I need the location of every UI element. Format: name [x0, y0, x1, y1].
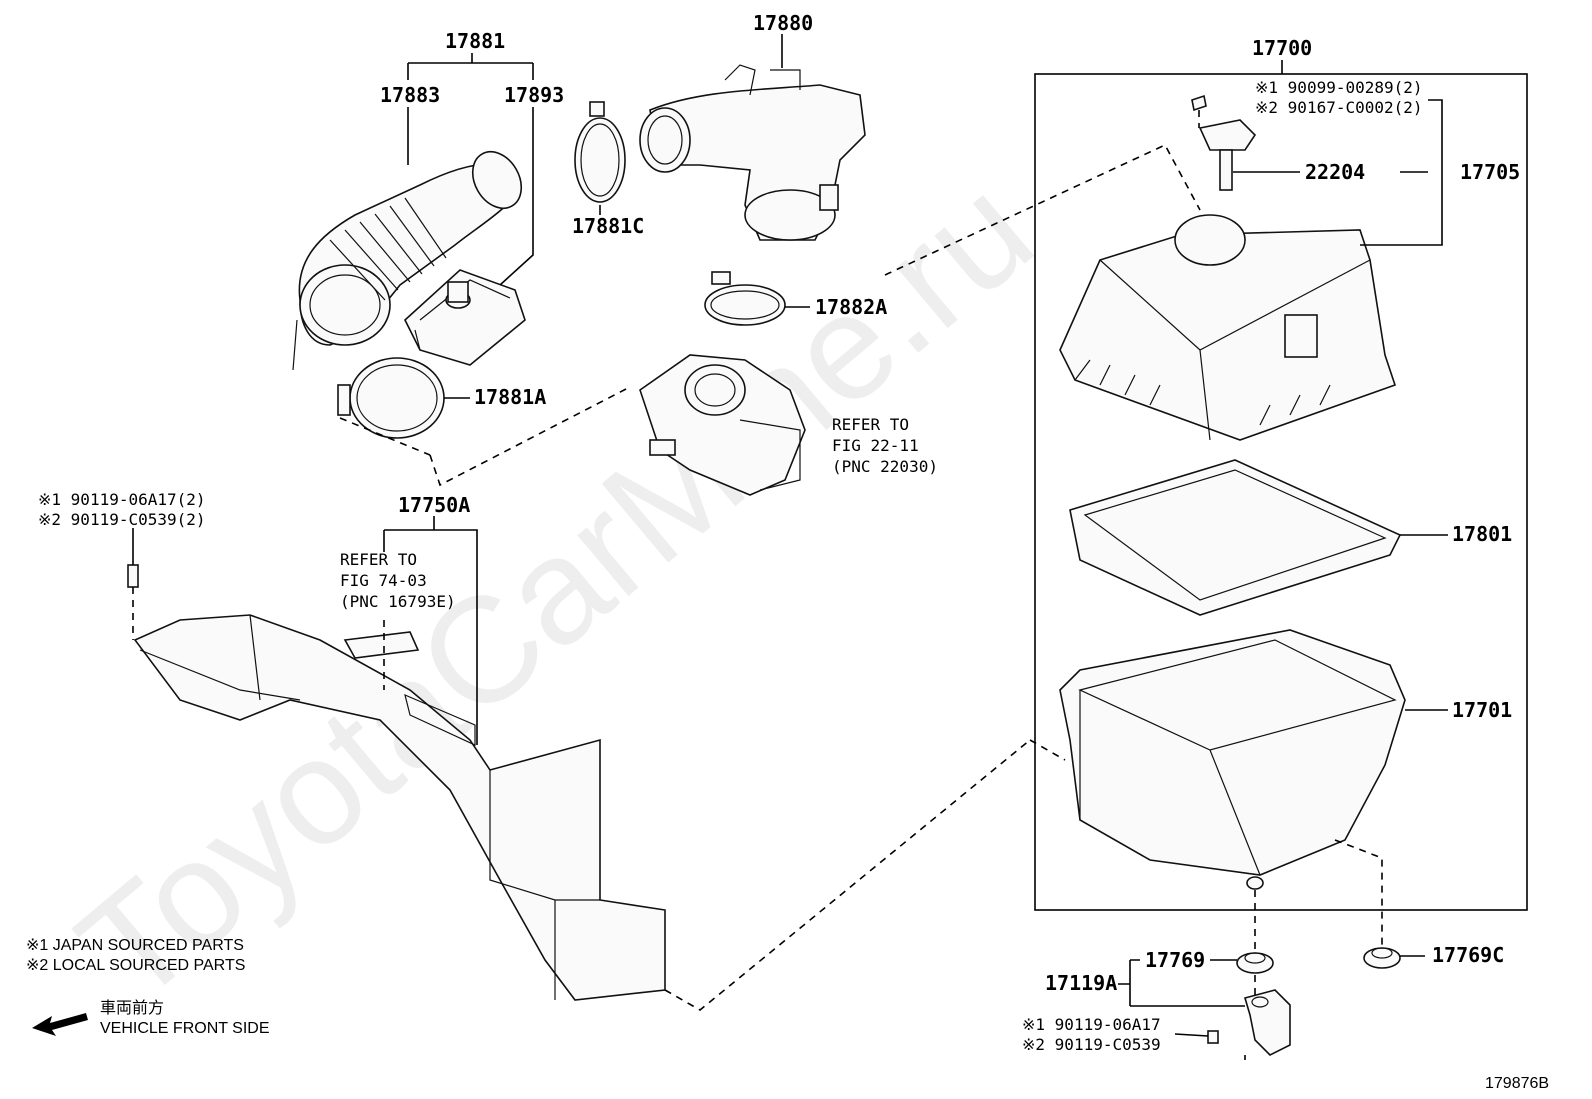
label-17883: 17883 — [380, 83, 440, 107]
label-17882A: 17882A — [815, 295, 887, 319]
inlet-hose-drawing — [292, 150, 523, 371]
hose-clamp-17881A-drawing — [337, 357, 445, 439]
refer-throttle-line2: FIG 22-11 — [832, 436, 919, 455]
grommet-17769-drawing — [1236, 952, 1274, 974]
refer-duct-line1: REFER TO — [340, 550, 417, 569]
label-17881: 17881 — [445, 29, 505, 53]
bolt-17705-japan: ※1 90099-00289(2) — [1255, 78, 1423, 97]
refer-throttle-line3: (PNC 22030) — [832, 457, 938, 476]
hose-clamp-17882A-drawing — [704, 271, 786, 326]
bolt-17750A-japan: ※1 90119-06A17(2) — [38, 490, 206, 509]
label-17801: 17801 — [1452, 522, 1512, 546]
duct-label-plate — [343, 631, 420, 659]
air-cleaner-cap-drawing — [1059, 214, 1397, 441]
label-17881A: 17881A — [474, 385, 546, 409]
refer-duct-line2: FIG 74-03 — [340, 571, 427, 590]
refer-duct-line3: (PNC 16793E) — [340, 592, 456, 611]
label-17769C: 17769C — [1432, 943, 1504, 967]
label-17700: 17700 — [1252, 36, 1312, 60]
front-label-english: VEHICLE FRONT SIDE — [100, 1020, 270, 1037]
label-17769: 17769 — [1145, 948, 1205, 972]
bolt-17750A-local: ※2 90119-C0539(2) — [38, 510, 206, 529]
refer-throttle-line1: REFER TO — [832, 415, 909, 434]
air-filter-element-drawing — [1069, 459, 1402, 616]
bolt-17705-local: ※2 90167-C0002(2) — [1255, 98, 1423, 117]
dashed-connection-lines — [132, 110, 1383, 1060]
label-17701: 17701 — [1452, 698, 1512, 722]
front-arrow-icon — [32, 1013, 88, 1036]
legend-local-sourced: ※2 LOCAL SOURCED PARTS — [26, 957, 245, 974]
legend-japan-sourced: ※1 JAPAN SOURCED PARTS — [26, 937, 244, 954]
resonator-drawing — [404, 269, 526, 366]
label-17880: 17880 — [753, 11, 813, 35]
air-flow-sensor-drawing — [1191, 94, 1257, 191]
bracket-17119A-drawing — [1207, 989, 1291, 1056]
air-cleaner-assembly-box — [1034, 73, 1528, 911]
label-17705: 17705 — [1460, 160, 1520, 184]
hose-clamp-17881C-drawing — [574, 101, 626, 203]
figure-id: 179876B — [1485, 1075, 1549, 1092]
leader-lines — [132, 34, 1448, 1037]
label-17119A: 17119A — [1045, 971, 1117, 995]
intake-duct-drawing — [127, 564, 666, 1001]
label-17750A: 17750A — [398, 493, 470, 517]
label-17881C: 17881C — [572, 214, 644, 238]
throttle-body-drawing — [639, 354, 806, 496]
bolt-17119A-local: ※2 90119-C0539 — [1022, 1035, 1161, 1054]
label-17893: 17893 — [504, 83, 564, 107]
air-cleaner-case-drawing — [1059, 629, 1406, 890]
grommet-17769C-drawing — [1363, 947, 1401, 969]
front-label-japanese: 車両前方 — [100, 999, 164, 1017]
bolt-17119A-japan: ※1 90119-06A17 — [1022, 1015, 1161, 1034]
intake-connector-drawing — [639, 64, 866, 241]
label-22204: 22204 — [1305, 160, 1365, 184]
